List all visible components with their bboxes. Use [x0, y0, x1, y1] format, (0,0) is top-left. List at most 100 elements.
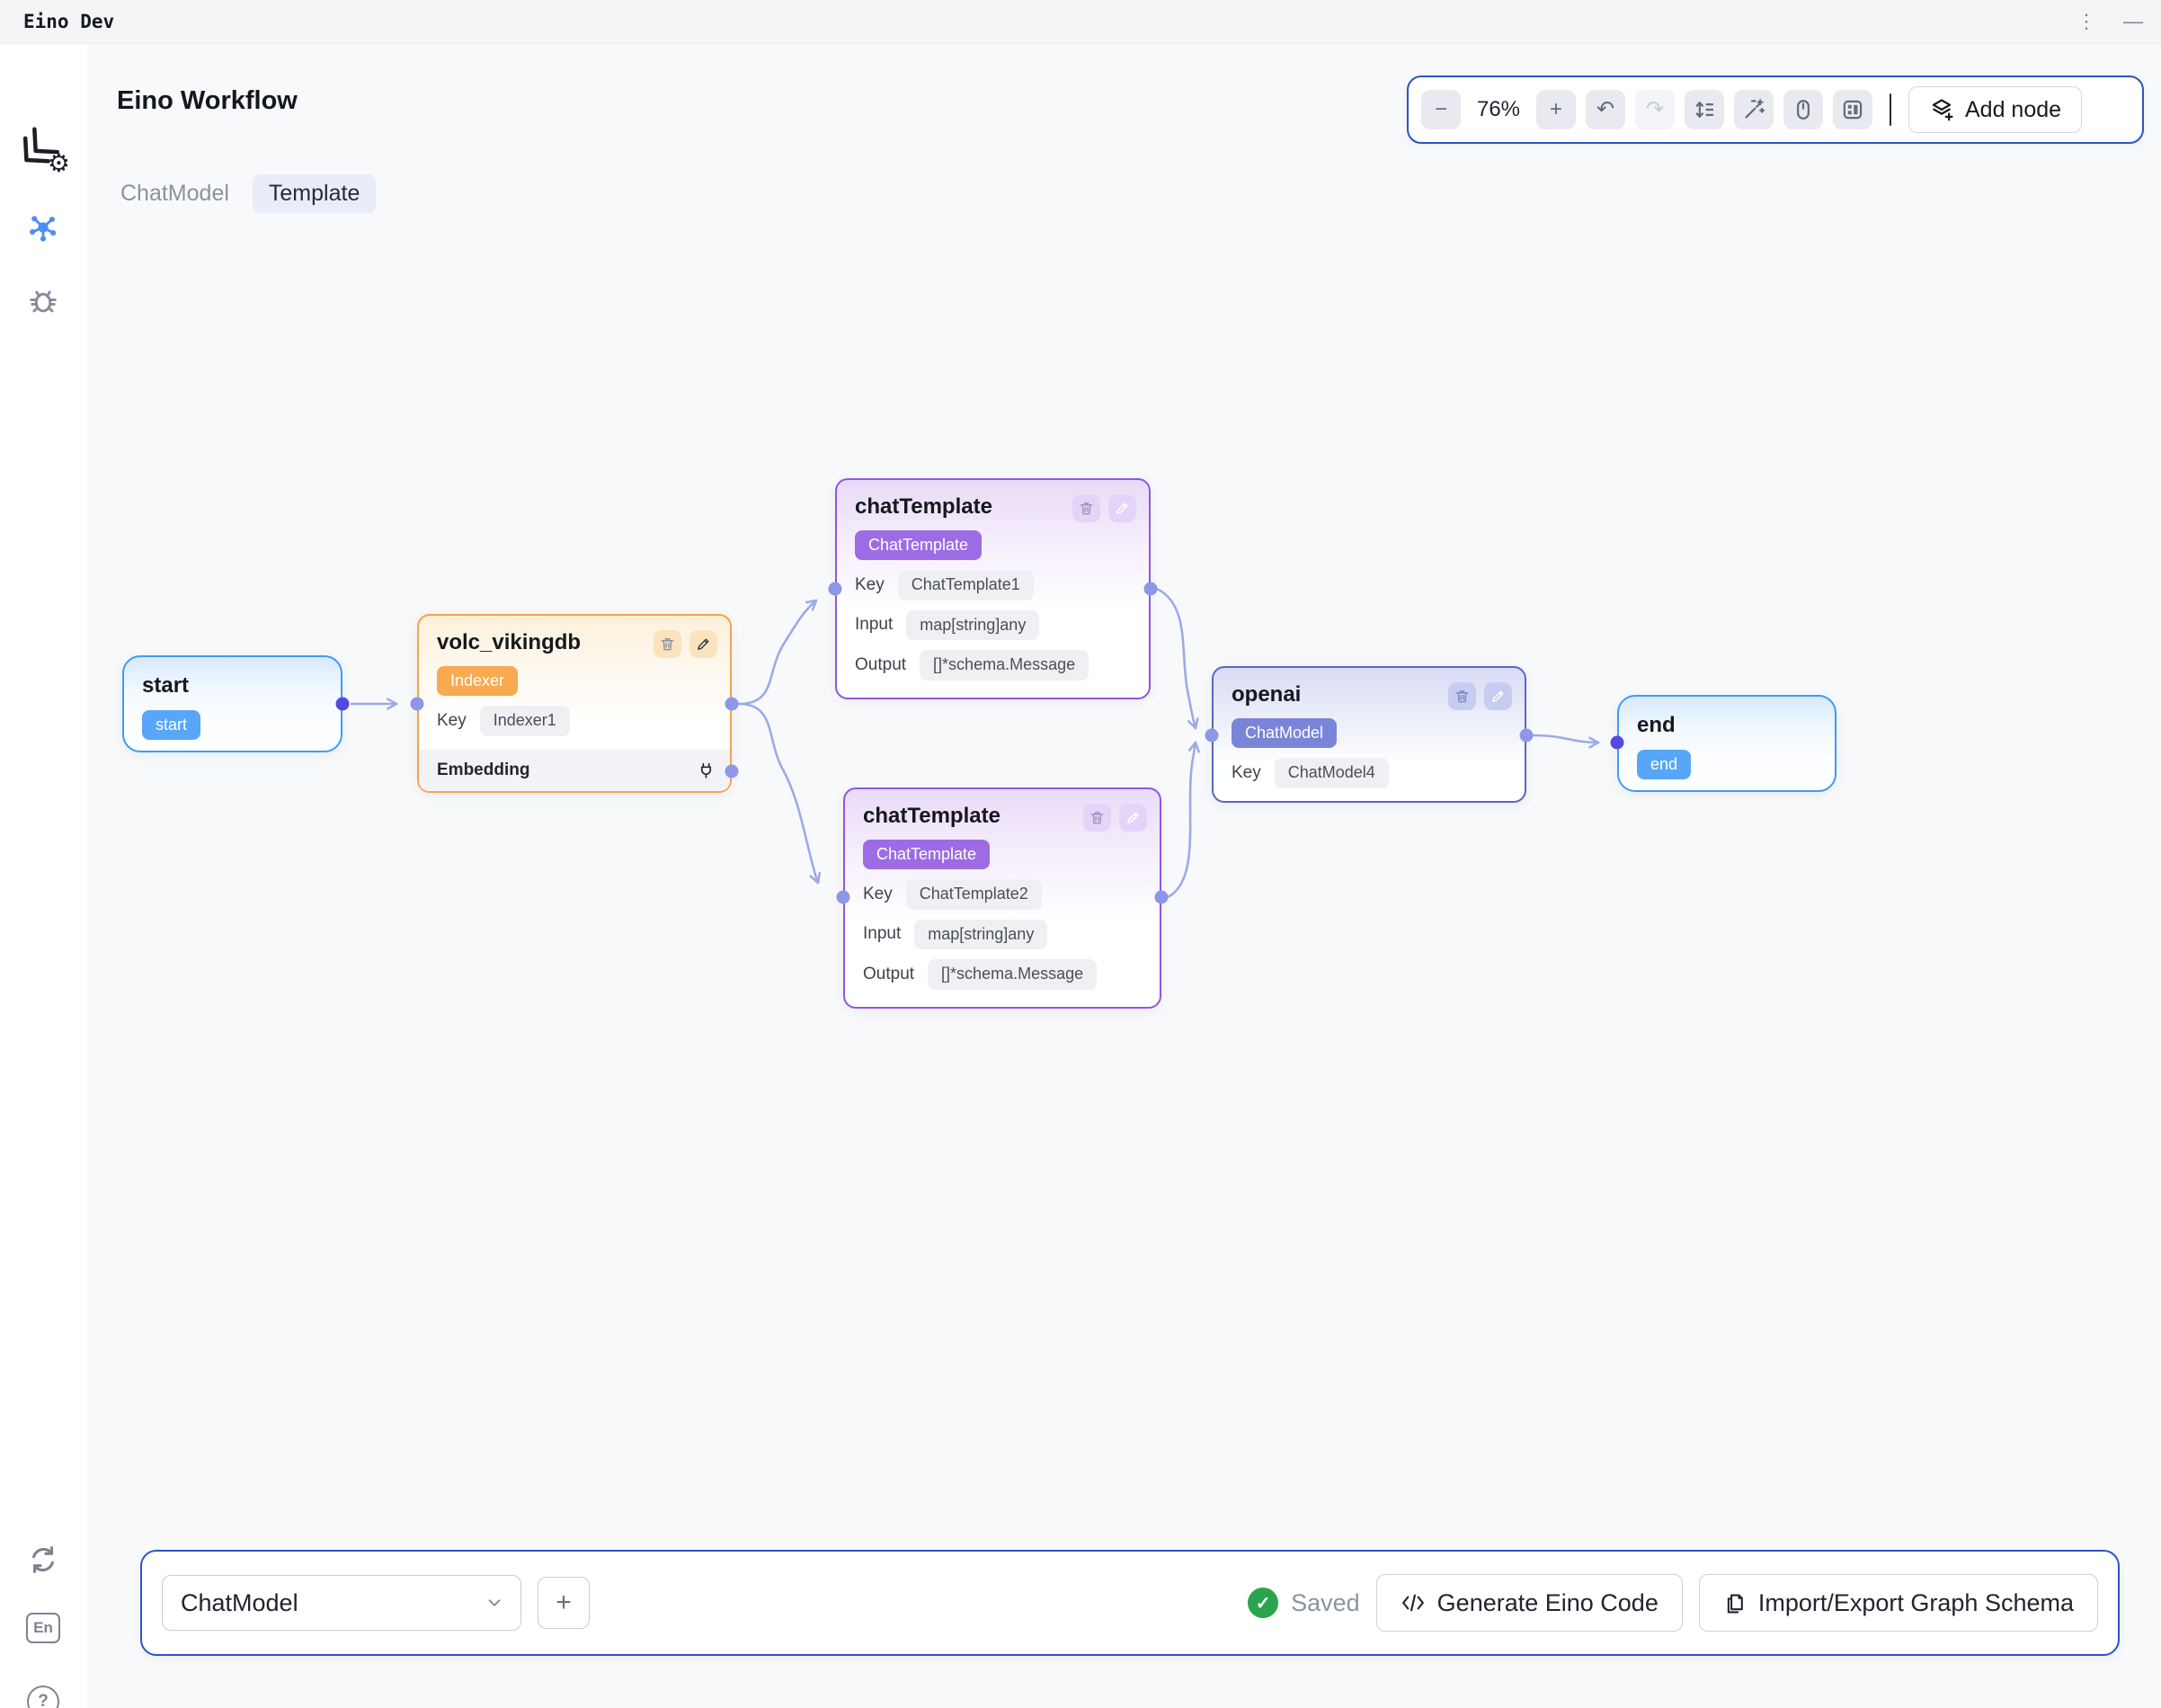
- node-title: chatTemplate: [863, 804, 1000, 828]
- edge-chattemplate1-openai[interactable]: [1155, 587, 1199, 730]
- add-node-label: Add node: [1965, 96, 2062, 122]
- node-actions: [654, 630, 717, 658]
- edge-volc-chattemplate1[interactable]: [737, 599, 818, 706]
- node-actions: [1448, 682, 1512, 710]
- generate-code-button[interactable]: Generate Eino Code: [1375, 1574, 1683, 1632]
- field-label: Output: [863, 964, 915, 983]
- graph-select-dropdown[interactable]: ChatModel: [162, 1575, 521, 1631]
- field-value-chip: Indexer1: [479, 706, 570, 736]
- sidebar-item-debug[interactable]: [26, 282, 60, 316]
- field-label: Key: [855, 575, 885, 595]
- refresh-icon: [32, 1546, 54, 1573]
- undo-icon: ↶: [1596, 97, 1615, 121]
- window-title: Eino Dev: [23, 11, 115, 32]
- delete-node-button[interactable]: [654, 630, 681, 658]
- import-export-button[interactable]: Import/Export Graph Schema: [1698, 1574, 2098, 1632]
- trash-icon: [661, 638, 674, 651]
- trash-icon: [1080, 503, 1093, 515]
- node-field-row: Key ChatTemplate2: [863, 879, 1160, 910]
- minus-icon: −: [1434, 97, 1447, 121]
- kebab-menu-icon[interactable]: ⋮: [2077, 10, 2096, 32]
- bottom-action-bar: ChatModel + ✓ Saved Generate Eino Code: [140, 1550, 2120, 1656]
- embedding-section[interactable]: Embedding: [419, 750, 730, 791]
- window-titlebar: Eino Dev ⋮ —: [0, 0, 2161, 44]
- edge-chattemplate2-openai[interactable]: [1166, 741, 1200, 899]
- node-title: end: [1637, 713, 1676, 737]
- node-chat-template-1[interactable]: chatTemplate ChatTemplate Key ChatTempla…: [835, 478, 1151, 699]
- field-label: Key: [1232, 763, 1261, 783]
- zoom-out-button[interactable]: −: [1421, 90, 1461, 129]
- edge-volc-chattemplate2[interactable]: [737, 702, 822, 885]
- magic-wand-button[interactable]: [1734, 90, 1774, 129]
- field-value-chip: ChatTemplate2: [905, 879, 1042, 910]
- delete-node-button[interactable]: [1072, 494, 1100, 522]
- add-node-button[interactable]: Add node: [1908, 86, 2083, 133]
- minimize-icon[interactable]: —: [2123, 10, 2143, 32]
- node-type-badge: Indexer: [437, 666, 519, 697]
- minimap-button[interactable]: [1833, 90, 1872, 129]
- edge-openai-end[interactable]: [1530, 734, 1600, 749]
- sidebar: ⚙: [0, 43, 87, 1708]
- node-title: chatTemplate: [855, 494, 992, 519]
- node-actions: [1072, 494, 1136, 522]
- node-end[interactable]: end end: [1617, 695, 1836, 792]
- canvas-toolbar: − 76% + ↶ ↷: [1407, 76, 2144, 144]
- zoom-in-button[interactable]: +: [1536, 90, 1576, 129]
- edit-pencil-icon: [698, 638, 709, 650]
- node-start[interactable]: start start: [122, 655, 342, 752]
- edit-pencil-icon: [1127, 812, 1139, 823]
- node-volc-vikingdb[interactable]: volc_vikingdb Indexer Key Indexer1 Emb: [417, 614, 732, 793]
- edit-node-button[interactable]: [1108, 494, 1136, 522]
- node-field-row: Key ChatModel4: [1232, 758, 1525, 788]
- auto-layout-button[interactable]: [1685, 90, 1724, 129]
- undo-button[interactable]: ↶: [1586, 90, 1625, 129]
- node-field-row: Output []*schema.Message: [863, 959, 1160, 990]
- node-title: openai: [1232, 682, 1302, 707]
- edit-node-button[interactable]: [1119, 804, 1147, 832]
- file-copy-icon: [1727, 1594, 1743, 1614]
- window-controls: ⋮ —: [2077, 10, 2143, 32]
- field-label: Key: [863, 885, 893, 904]
- node-chat-template-2[interactable]: chatTemplate ChatTemplate Key ChatTempla…: [843, 787, 1161, 1009]
- sidebar-help-button[interactable]: ?: [26, 1685, 60, 1708]
- sort-layout-icon: [1695, 102, 1714, 118]
- field-value-chip: []*schema.Message: [920, 650, 1089, 681]
- save-status-label: Saved: [1291, 1588, 1360, 1616]
- eino-logo: ⚙: [14, 120, 70, 176]
- add-graph-button[interactable]: +: [538, 1577, 590, 1629]
- delete-node-button[interactable]: [1083, 804, 1111, 832]
- sidebar-item-workflow-graph[interactable]: [26, 210, 60, 245]
- chevron-down-icon: [488, 1599, 501, 1606]
- edit-node-button[interactable]: [689, 630, 717, 658]
- field-label: Input: [855, 615, 894, 635]
- section-label: Embedding: [437, 761, 530, 779]
- field-value-chip: []*schema.Message: [928, 959, 1098, 990]
- tab-chatmodel[interactable]: ChatModel: [120, 181, 229, 206]
- node-type-badge: start: [142, 709, 201, 741]
- redo-button[interactable]: ↷: [1635, 90, 1675, 129]
- redo-icon: ↷: [1645, 97, 1665, 121]
- code-icon: [1401, 1594, 1424, 1612]
- field-value-chip: ChatTemplate1: [897, 570, 1034, 600]
- mouse-mode-button[interactable]: [1783, 90, 1823, 129]
- field-label: Output: [855, 654, 907, 674]
- sidebar-language-button[interactable]: En: [24, 1611, 62, 1645]
- edit-pencil-icon: [1492, 690, 1504, 702]
- node-type-badge: ChatTemplate: [863, 840, 991, 870]
- field-value-chip: ChatModel4: [1274, 758, 1389, 788]
- edit-node-button[interactable]: [1484, 682, 1512, 710]
- minimap-grid-icon: [1843, 100, 1863, 120]
- node-openai[interactable]: openai ChatModel Key ChatModel4: [1212, 666, 1526, 803]
- node-field-row: Output []*schema.Message: [855, 650, 1149, 681]
- delete-node-button[interactable]: [1448, 682, 1476, 710]
- sidebar-refresh-button[interactable]: [26, 1543, 60, 1577]
- mouse-icon: [1797, 100, 1810, 120]
- language-en-icon: En: [26, 1613, 60, 1643]
- field-label: Input: [863, 924, 902, 944]
- node-field-row: Key ChatTemplate1: [855, 570, 1149, 600]
- tab-template[interactable]: Template: [252, 174, 377, 213]
- node-field-row: Input map[string]any: [863, 919, 1160, 950]
- field-label: Key: [437, 711, 467, 731]
- graph-network-icon: [30, 216, 57, 242]
- plug-icon: [700, 762, 712, 778]
